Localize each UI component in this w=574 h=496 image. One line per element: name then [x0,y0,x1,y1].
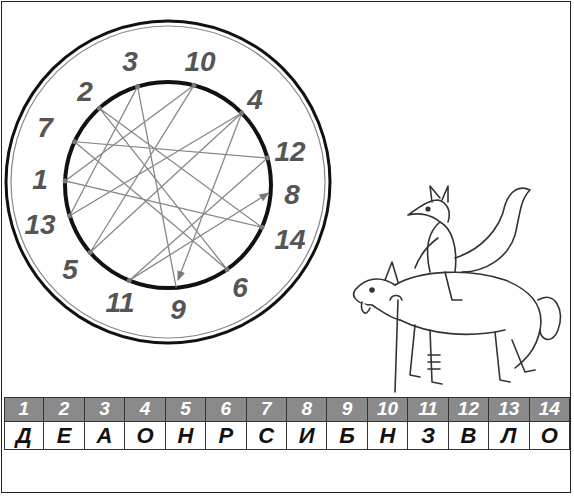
table-number-cell: 12 [449,397,489,422]
table-letter-cell: Н [166,422,206,450]
outer-ring [6,21,330,343]
fox-and-wolf-cartoon [354,186,561,392]
circle-number: 5 [62,256,78,284]
circle-number: 11 [105,289,134,317]
circle-number: 8 [284,181,300,209]
table-letter-cell: Л [489,422,529,450]
circle-number: 6 [232,274,248,302]
inner-circle [65,82,271,288]
circle-number: 1 [32,166,48,194]
table-number-cell: 10 [368,397,408,422]
table-letter-cell: Е [44,422,84,450]
circle-number: 10 [184,48,215,76]
table-letter-cell: О [125,422,165,450]
table-number-cell: 4 [125,397,165,422]
table-letter-cell: Д [4,422,44,450]
circle-number: 12 [274,138,305,166]
table-letter-cell: Н [368,422,408,450]
table-letter-cell: Б [327,422,367,450]
table-letter-cell: С [247,422,287,450]
table-number-cell: 8 [287,397,327,422]
table-number-cell: 6 [206,397,246,422]
table-letter-cell: А [85,422,125,450]
table-number-cell: 11 [408,397,448,422]
table-number-cell: 9 [327,397,367,422]
table-number-cell: 14 [530,397,570,422]
table-number-cell: 7 [247,397,287,422]
circle-number: 9 [170,296,186,324]
circle-number: 7 [37,114,53,142]
chord-points [63,83,270,283]
chord-arrow [178,113,242,280]
circle-number: 2 [77,78,93,106]
circle-number: 3 [122,48,138,76]
table-letter-cell: В [449,422,489,450]
outer-ring-inner-line [11,26,325,338]
circle-number: 13 [24,211,55,239]
table-letter-cell: З [408,422,448,450]
table-letter-cell: Р [206,422,246,450]
table-number-cell: 3 [85,397,125,422]
table-number-cell: 2 [44,397,84,422]
table-letter-cell: И [287,422,327,450]
chord-path [65,85,268,287]
circle-number: 14 [274,226,305,254]
table-letter-cell: О [530,422,570,450]
circle-number: 4 [247,86,263,114]
table-number-cell: 1 [4,397,44,422]
table-number-cell: 13 [489,397,529,422]
table-number-cell: 5 [166,397,206,422]
